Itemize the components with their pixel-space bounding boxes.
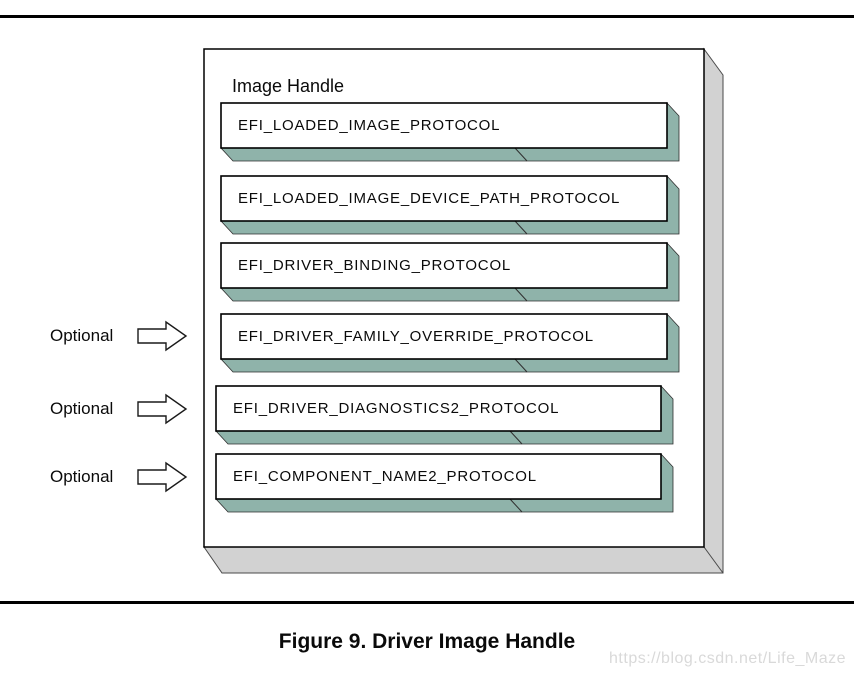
shadow-tick (514, 147, 528, 162)
optional-label-driver-diagnostics2: Optional (50, 399, 114, 418)
optional-label-driver-family-override: Optional (50, 326, 114, 345)
top-rule (0, 15, 854, 18)
shadow-tick (514, 358, 528, 373)
shadow-tick (509, 430, 523, 445)
optional-arrow-icon (137, 320, 188, 352)
protocol-box (220, 175, 668, 222)
protocol-box (220, 242, 668, 289)
protocol-label-driver-binding: EFI_DRIVER_BINDING_PROTOCOL (238, 257, 512, 274)
image-handle-title: Image Handle (232, 76, 345, 96)
protocol-label-loaded-image: EFI_LOADED_IMAGE_PROTOCOL (238, 117, 501, 134)
bottom-rule (0, 601, 854, 604)
watermark: https://blog.csdn.net/Life_Maze (609, 650, 846, 667)
optional-arrow-icon (137, 461, 188, 493)
protocol-label-component-name2: EFI_COMPONENT_NAME2_PROTOCOL (233, 468, 537, 485)
protocol-box (215, 385, 662, 432)
optional-arrow-icon (137, 393, 188, 425)
shadow-tick (514, 220, 528, 235)
container-corner-crease (703, 546, 724, 574)
protocol-label-loaded-image-device-path: EFI_LOADED_IMAGE_DEVICE_PATH_PROTOCOL (238, 190, 621, 207)
protocol-box (215, 453, 662, 500)
figure-caption: Figure 9. Driver Image Handle (278, 630, 576, 653)
protocol-box (220, 313, 668, 360)
protocol-label-driver-diagnostics2: EFI_DRIVER_DIAGNOSTICS2_PROTOCOL (233, 400, 560, 417)
optional-label-component-name2: Optional (50, 467, 114, 486)
shadow-tick (509, 498, 523, 513)
shadow-tick (514, 287, 528, 302)
protocol-box (220, 102, 668, 149)
protocol-label-driver-family-override: EFI_DRIVER_FAMILY_OVERRIDE_PROTOCOL (238, 328, 594, 345)
